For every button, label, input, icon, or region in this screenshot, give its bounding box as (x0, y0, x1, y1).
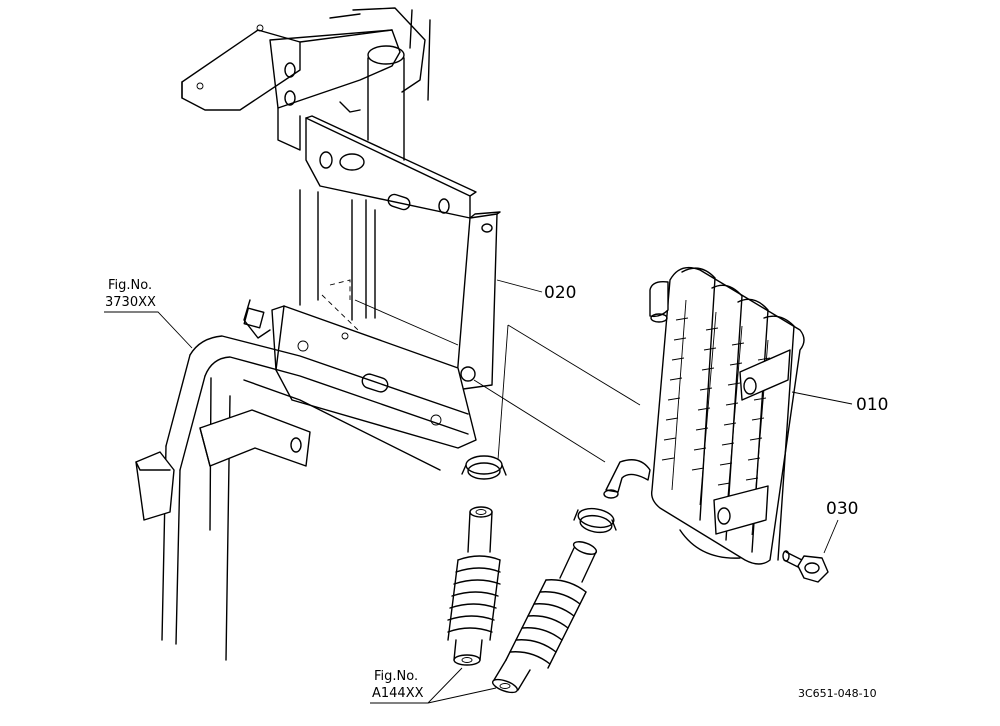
callout-010-group: 010 (791, 391, 888, 415)
callout-010: 010 (856, 395, 888, 415)
figure-ref-hose: Fig.No. A144XX (370, 667, 497, 704)
hose-clamp-left (461, 455, 507, 480)
lower-mount-plate (199, 409, 311, 467)
hose-left (447, 506, 501, 666)
callout-020-group: 020 (496, 279, 576, 303)
upper-tilted-plate (305, 115, 477, 219)
fig-ref-frame-number: 3730XX (105, 295, 156, 310)
callout-030-group: 030 (823, 499, 858, 554)
frame-rails (299, 189, 376, 331)
fig-ref-frame-label: Fig.No. (108, 278, 152, 293)
fig-ref-hose-label: Fig.No. (374, 669, 418, 684)
hose-right (491, 541, 598, 694)
side-clip-bracket (135, 451, 175, 521)
part-030-bolt (782, 550, 829, 583)
assembly-leader-lines (354, 299, 641, 463)
drawing-id: 3C651-048-10 (798, 687, 877, 700)
part-020-strap (455, 211, 501, 391)
fig-ref-hose-number: A144XX (372, 686, 424, 701)
hose-clamp-right (573, 507, 617, 534)
part-010-oil-cooler (603, 266, 805, 565)
figure-ref-frame: Fig.No. 3730XX (104, 278, 193, 349)
callout-030: 030 (826, 499, 858, 519)
callout-020: 020 (544, 283, 576, 303)
vertical-post (367, 9, 431, 161)
upper-mount-bracket (181, 7, 426, 151)
